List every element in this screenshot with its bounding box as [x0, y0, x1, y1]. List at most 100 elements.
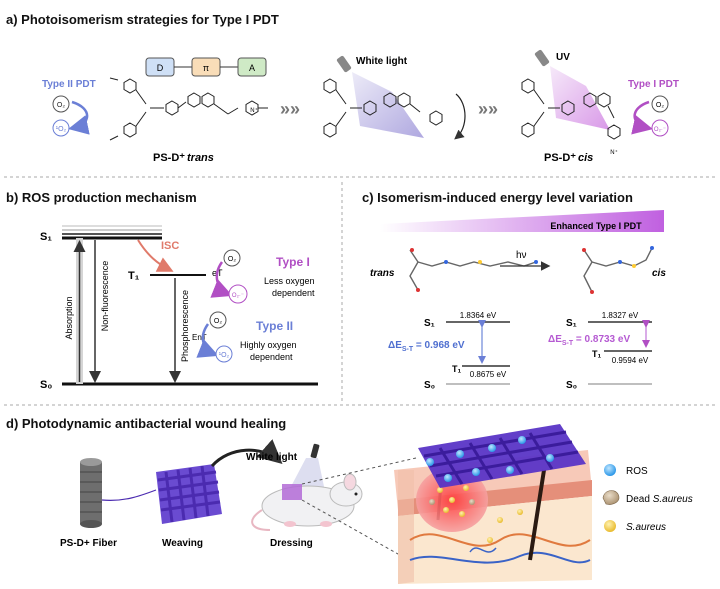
- uv-lamp-icon: [534, 49, 550, 67]
- hv-label: hν: [516, 250, 527, 261]
- cis-name: PS-D⁺: [544, 152, 576, 164]
- absorption-label: Absorption: [64, 296, 74, 339]
- trans-s0-label: S₀: [424, 380, 435, 391]
- type2-cycle-arrow: [68, 100, 90, 135]
- cis-s0-label: S₀: [566, 380, 577, 391]
- legend-ros-label: ROS: [626, 466, 648, 477]
- rotation-arrow: [454, 93, 466, 140]
- d-label: D: [157, 63, 164, 73]
- o2-circle: [52, 95, 70, 113]
- fiber-thread: [101, 489, 157, 501]
- trans-s1-value: 1.8364 eV: [460, 311, 497, 320]
- uv-label: UV: [556, 52, 570, 63]
- white-light-lamp-icon: [336, 55, 352, 73]
- fiber-spool-icon: [80, 458, 102, 528]
- woven-fabric: [156, 464, 222, 524]
- type1-cycle-arrow: [631, 100, 653, 135]
- weaving-label: Weaving: [162, 538, 203, 549]
- dressing-mesh-on-skin: [418, 424, 586, 488]
- superoxide-text-b: O₂·⁻: [232, 293, 244, 299]
- trans-molecule: [109, 77, 268, 141]
- type2-desc-1: Highly oxygen: [240, 340, 297, 350]
- type2-pdt-label: Type II PDT: [42, 79, 96, 90]
- trans-s1-label: S₁: [424, 318, 435, 329]
- legend-live-label: S.aureus: [626, 522, 666, 533]
- superoxide-text: O₂·⁻: [654, 127, 666, 133]
- dressing-label: Dressing: [270, 538, 313, 549]
- s1-level: [62, 225, 162, 240]
- trans-t1-value: 0.8675 eV: [470, 370, 507, 379]
- panel-c-title: c) Isomerism-induced energy level variat…: [362, 190, 633, 205]
- singlet-o2-text: ¹O₂: [56, 126, 67, 133]
- singlet-o2-text-b: ¹O₂: [219, 352, 230, 359]
- ros-particles: [426, 436, 554, 482]
- panel-d-title: d) Photodynamic antibacterial wound heal…: [6, 416, 286, 431]
- chevron-icon-1: »»: [280, 99, 300, 119]
- cis-molecule: [521, 78, 621, 140]
- isc-label: ISC: [161, 240, 179, 252]
- o2-text-right: O₂: [656, 102, 664, 109]
- panel-b-title: b) ROS production mechanism: [6, 190, 197, 205]
- o2-circle-right: [651, 95, 669, 113]
- cis-s1-label: S₁: [566, 318, 577, 329]
- cis-t1-value: 0.9594 eV: [612, 356, 649, 365]
- ent-arrow: [196, 323, 219, 358]
- o2-text-b1: O₂: [228, 256, 236, 263]
- type2-desc-2: dependent: [250, 352, 293, 362]
- trans-de-label: ΔES-T = 0.968 eV: [388, 340, 465, 353]
- s0-label-b: S₀: [40, 379, 52, 391]
- trans-t1-label: T₁: [452, 364, 461, 374]
- white-light-lamp-icon-d: [310, 443, 320, 459]
- cis-label-c: cis: [652, 268, 666, 279]
- bacteria-cluster: [429, 485, 523, 543]
- superoxide-circle-b: [228, 284, 248, 304]
- o2-text-b2: O₂: [214, 318, 222, 325]
- cis-s1-value: 1.8327 eV: [602, 311, 639, 320]
- white-light-label-a: White light: [356, 56, 408, 67]
- trans-name: PS-D⁺: [153, 152, 185, 164]
- type1-desc-2: dependent: [272, 288, 315, 298]
- cis-n-plus: N⁺: [610, 149, 618, 156]
- fiber-label: PS-D+ Fiber: [60, 538, 117, 549]
- a-box: [237, 57, 267, 77]
- enhanced-label: Enhanced Type I PDT: [550, 221, 642, 231]
- cis-de-label: ΔES-T = 0.8733 eV: [548, 334, 630, 347]
- legend-dead-icon: [602, 490, 620, 505]
- legend-ros-icon: [604, 464, 616, 476]
- chevron-icon-2: »»: [478, 99, 498, 119]
- dressing-patch: [282, 484, 302, 500]
- phosphorescence-label: Phosphorescence: [180, 290, 190, 362]
- middle-molecule: [323, 78, 443, 138]
- legend-dead-label: Dead S.aureus: [626, 494, 693, 505]
- t1-label-b: T₁: [128, 270, 140, 282]
- trans-molecule-c: [409, 248, 538, 292]
- type2-label-b: Type II: [256, 319, 293, 333]
- o2-circle-b1: [223, 249, 241, 267]
- trans-label-c: trans: [370, 268, 395, 279]
- cis-molecule-c: [582, 246, 654, 294]
- legend-live-icon: [604, 520, 616, 532]
- type1-label-b: Type I: [276, 255, 310, 269]
- pi-label: π: [203, 63, 209, 73]
- panel-a-title: a) Photoisomerism strategies for Type I …: [6, 12, 279, 27]
- o2-circle-b2: [209, 311, 227, 329]
- white-light-beam: [352, 72, 424, 138]
- a-label: A: [249, 63, 255, 73]
- ent-label: EnT: [192, 333, 207, 342]
- type1-pdt-label: Type I PDT: [628, 79, 679, 90]
- s1-label-b: S₁: [40, 231, 52, 243]
- white-light-label-d: White light: [246, 452, 298, 463]
- trans-n-plus: N⁺: [250, 107, 258, 114]
- o2-text: O₂: [57, 102, 65, 109]
- enhanced-gradient-bar: [380, 210, 664, 232]
- zoom-line-top: [301, 457, 417, 485]
- cis-suffix: cis: [578, 152, 593, 164]
- et-arrow: [210, 261, 233, 298]
- type1-desc-1: Less oxygen: [264, 276, 315, 286]
- trans-suffix: trans: [187, 152, 214, 164]
- uv-beam: [550, 66, 610, 130]
- weaving-to-dressing-arrow: [210, 439, 283, 468]
- non-fluorescence-label: Non-fluorescence: [100, 261, 110, 332]
- isc-arrow: [137, 239, 174, 272]
